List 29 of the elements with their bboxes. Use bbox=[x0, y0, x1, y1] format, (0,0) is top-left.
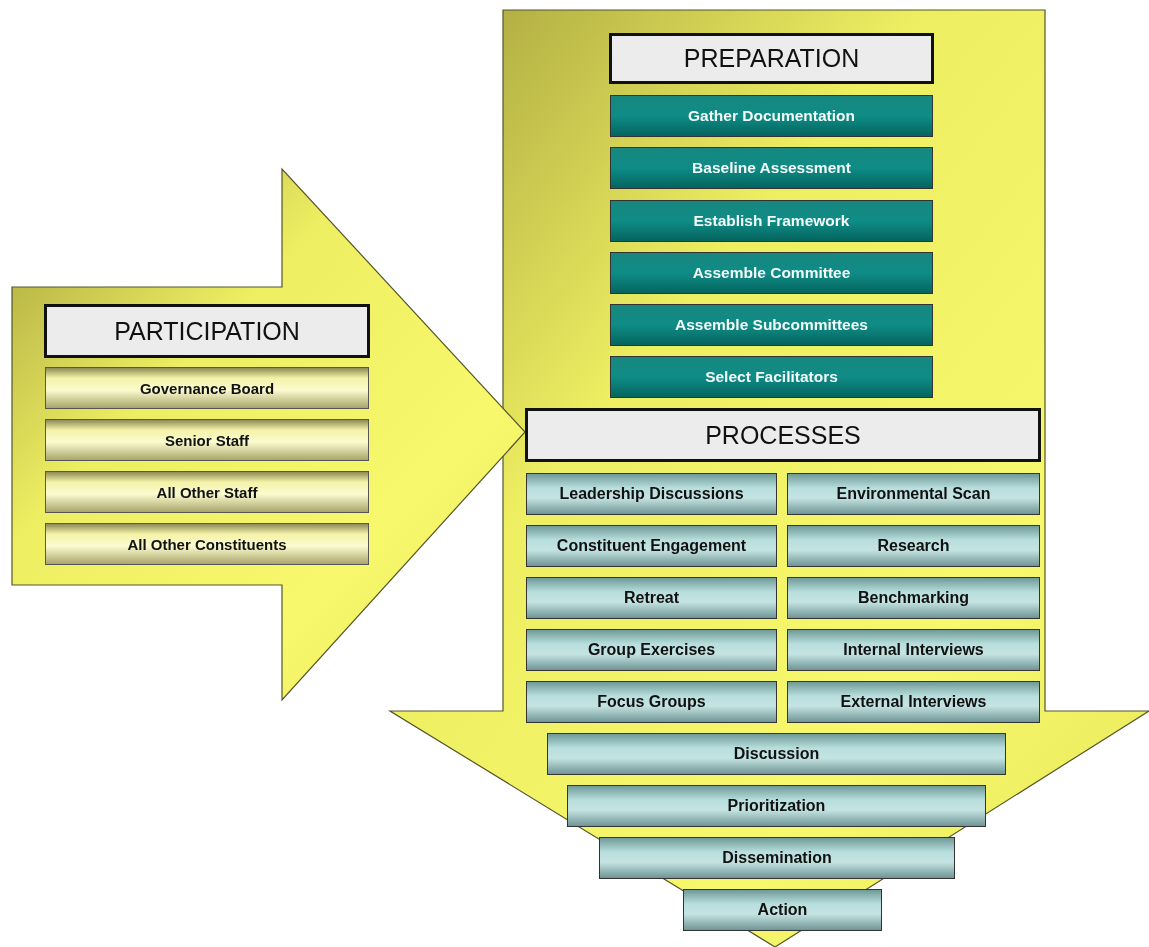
process-step-bar: Dissemination bbox=[599, 837, 955, 879]
block-arrow bbox=[12, 169, 525, 700]
section-heading: PARTICIPATION bbox=[44, 304, 370, 358]
preparation-step-bar: Gather Documentation bbox=[610, 95, 933, 137]
process-step-bar: Leadership Discussions bbox=[526, 473, 777, 515]
process-step-bar: External Interviews bbox=[787, 681, 1040, 723]
process-step-bar: Action bbox=[683, 889, 882, 931]
preparation-step-bar: Baseline Assessment bbox=[610, 147, 933, 189]
section-heading: PREPARATION bbox=[609, 33, 934, 84]
preparation-step-bar: Assemble Committee bbox=[610, 252, 933, 294]
participant-bar: All Other Constituents bbox=[45, 523, 369, 565]
process-step-bar: Discussion bbox=[547, 733, 1006, 775]
block-arrow bbox=[390, 10, 1149, 947]
process-step-bar: Internal Interviews bbox=[787, 629, 1040, 671]
section-heading: PROCESSES bbox=[525, 408, 1041, 462]
process-step-bar: Research bbox=[787, 525, 1040, 567]
process-step-bar: Constituent Engagement bbox=[526, 525, 777, 567]
preparation-step-bar: Select Facilitators bbox=[610, 356, 933, 398]
process-step-bar: Benchmarking bbox=[787, 577, 1040, 619]
participant-bar: All Other Staff bbox=[45, 471, 369, 513]
process-step-bar: Prioritization bbox=[567, 785, 986, 827]
process-step-bar: Focus Groups bbox=[526, 681, 777, 723]
participant-bar: Governance Board bbox=[45, 367, 369, 409]
participant-bar: Senior Staff bbox=[45, 419, 369, 461]
process-step-bar: Retreat bbox=[526, 577, 777, 619]
preparation-step-bar: Assemble Subcommittees bbox=[610, 304, 933, 346]
process-step-bar: Group Exercises bbox=[526, 629, 777, 671]
process-step-bar: Environmental Scan bbox=[787, 473, 1040, 515]
preparation-step-bar: Establish Framework bbox=[610, 200, 933, 242]
